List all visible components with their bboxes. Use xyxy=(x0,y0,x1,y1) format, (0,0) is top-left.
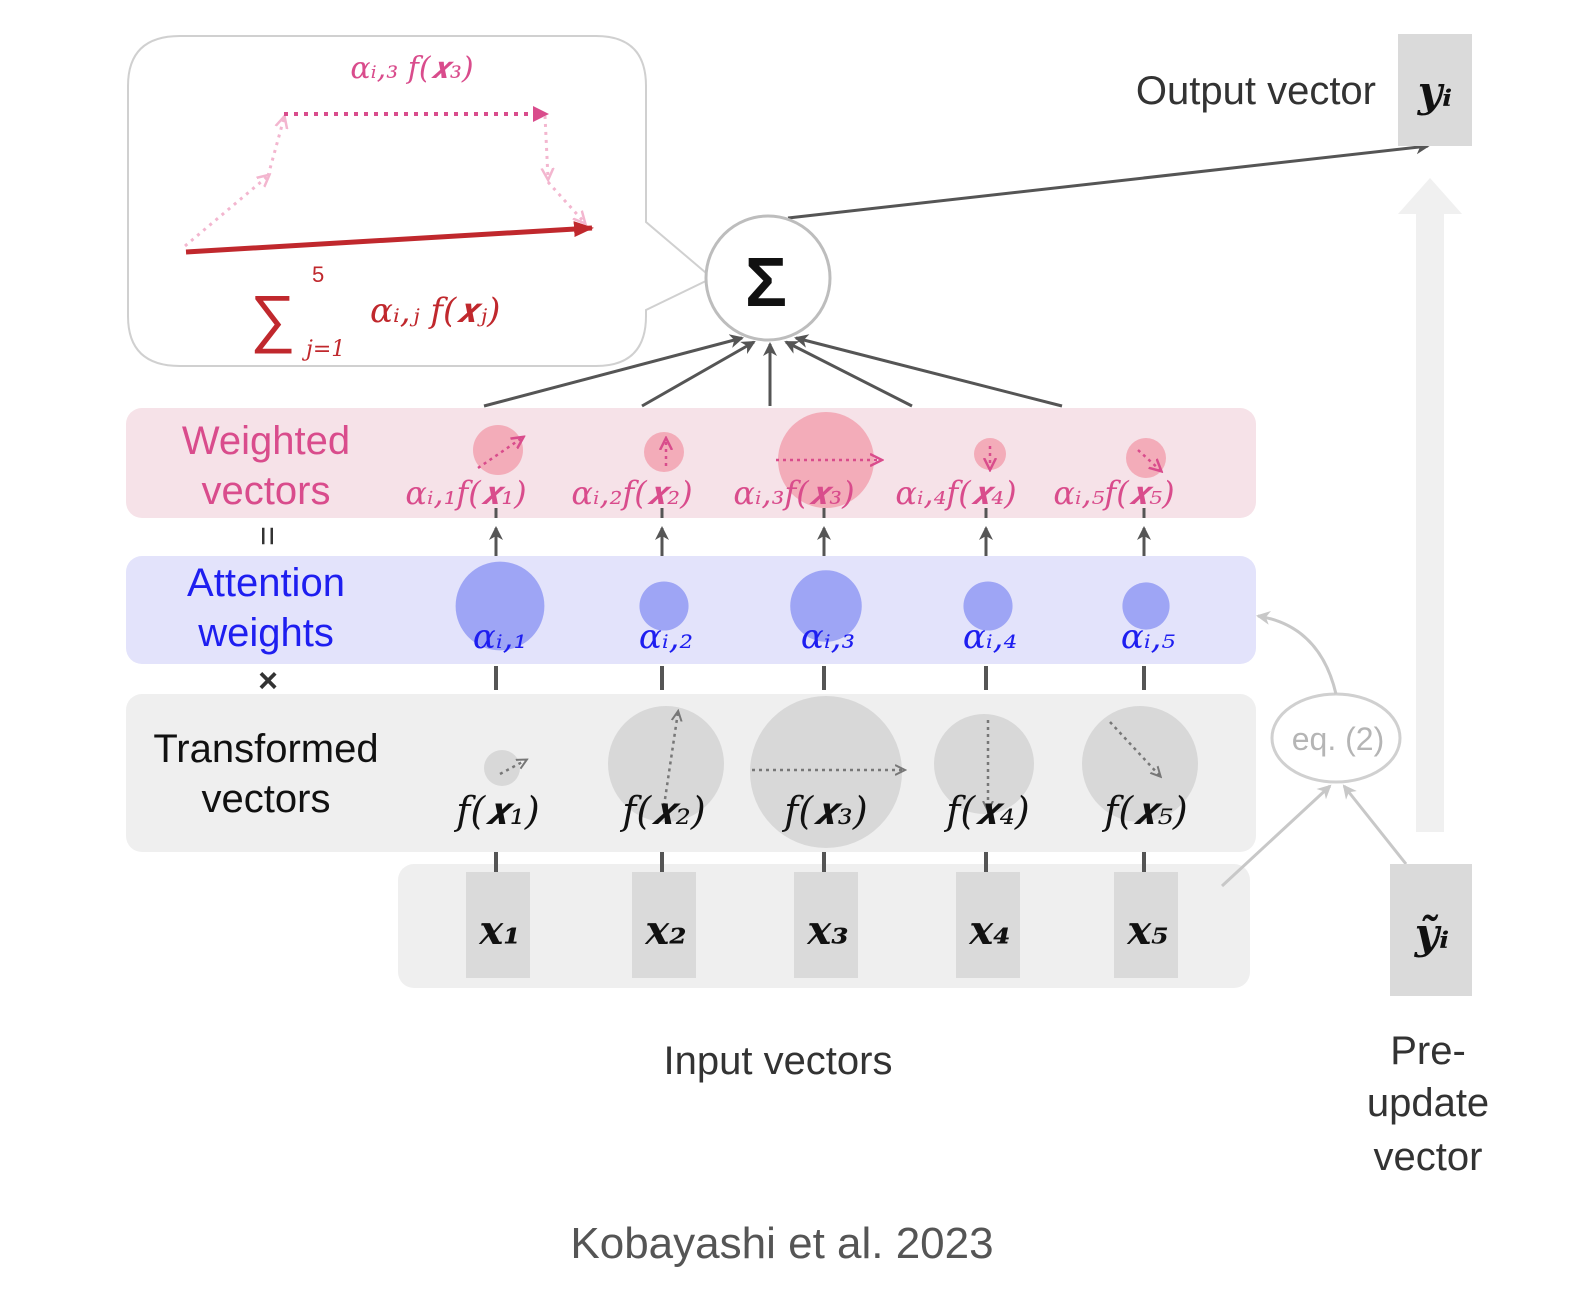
eq-label: eq. (2) xyxy=(1292,721,1384,757)
transformed-2-label: f(𝒙₂) xyxy=(619,789,705,833)
output-box xyxy=(1398,34,1472,146)
callout-arrow-a1 xyxy=(184,176,268,248)
input-4-box xyxy=(956,872,1020,978)
callout-sum-arrow xyxy=(185,221,594,255)
input-5-box xyxy=(1114,872,1178,978)
input-5-label: 𝒙₅ xyxy=(1126,907,1168,954)
pre-update-line3: vector xyxy=(1374,1135,1483,1179)
callout-sum-lower: j=1 xyxy=(301,337,345,362)
weighted-4-label: αᵢ,₄f(𝒙₄) xyxy=(895,474,1016,512)
columns-layer: 𝒙₁ f(𝒙₁) αᵢ,₁ αᵢ,₁f(𝒙₁) 𝒙₂ f(𝒙₂) αᵢ,₂ αᵢ,₂f(𝒙₂)… xyxy=(405,412,1198,978)
weighted-1-label: αᵢ,₁f(𝒙₁) xyxy=(405,474,526,512)
weighted-5-arrow xyxy=(1137,449,1160,470)
callout-arrow-a2 xyxy=(266,118,284,177)
callout-bubble xyxy=(127,35,714,367)
transformed-1-arrow xyxy=(499,760,526,776)
pre-update-line2: update xyxy=(1367,1081,1489,1125)
transformed-4-circle xyxy=(934,714,1034,814)
pre-update-line1: Pre- xyxy=(1390,1029,1466,1073)
attention-5-circle xyxy=(1122,582,1170,630)
attention-label-line1: Attention xyxy=(187,561,345,605)
weighted-panel xyxy=(126,408,1256,518)
callout-sum-term: αᵢ,ⱼ f(𝒙ⱼ) xyxy=(370,291,500,331)
pre-update-box xyxy=(1390,864,1472,996)
callout-top-label: αᵢ,₃ f(𝒙₃) xyxy=(350,51,473,86)
weighted-2-circle xyxy=(644,432,684,472)
weighted-5-label: αᵢ,₅f(𝒙₅) xyxy=(1053,474,1174,512)
preupdate-to-eq-arrow xyxy=(1342,784,1408,865)
callout-sum-upper: 5 xyxy=(312,262,324,287)
attention-4-circle xyxy=(963,581,1013,631)
attention-4-label: αᵢ,₄ xyxy=(963,617,1017,657)
pre-update-shaft xyxy=(1416,210,1444,832)
weighted-4-to-sigma xyxy=(784,340,913,408)
attention-panel xyxy=(126,556,1256,664)
sigma-to-output-arrow xyxy=(787,140,1430,220)
transformed-4-label: f(𝒙₄) xyxy=(943,789,1029,833)
transformed-2-arrow xyxy=(662,712,678,807)
callout-arrow-a5 xyxy=(546,180,584,222)
attention-1-label: αᵢ,₁ xyxy=(473,617,527,657)
weighted-1-arrow xyxy=(477,438,522,470)
pre-update-arrowhead xyxy=(1398,178,1462,214)
output-label: Output vector xyxy=(1136,69,1376,113)
transformed-5-arrow xyxy=(1109,721,1160,776)
input-1-box xyxy=(466,872,530,978)
callout-arrow-a4 xyxy=(545,115,548,178)
transformed-1-label: f(𝒙₁) xyxy=(453,789,539,833)
transformed-5-circle xyxy=(1082,706,1198,822)
input-3-box xyxy=(794,872,858,978)
input-2-label: 𝒙₂ xyxy=(644,907,686,954)
attention-3-circle xyxy=(790,570,862,642)
sigma-node xyxy=(704,214,832,342)
input-1-label: 𝒙₁ xyxy=(478,907,520,954)
attention-2-circle xyxy=(639,581,689,631)
attention-5-label: αᵢ,₅ xyxy=(1121,617,1176,657)
times-sign: × xyxy=(258,662,278,700)
transformed-2-circle xyxy=(608,706,724,822)
input-vectors-label: Input vectors xyxy=(663,1039,892,1083)
eq-to-attention-arrow xyxy=(1256,611,1338,695)
weighted-1-to-sigma xyxy=(483,334,744,408)
transformed-label-line1: Transformed xyxy=(153,727,378,771)
pre-update-symbol: 𝒚̃ᵢ xyxy=(1414,909,1449,958)
attention-2-label: αᵢ,₂ xyxy=(639,617,693,657)
equals-sign: = xyxy=(248,526,286,546)
weighted-5-to-sigma xyxy=(794,334,1063,408)
weighted-3-label: αᵢ,₃f(𝒙₃) xyxy=(733,474,854,512)
transformed-1-circle xyxy=(484,750,520,786)
weighted-label-line2: vectors xyxy=(202,469,331,513)
attention-1-circle xyxy=(455,561,545,651)
weighted-label-line1: Weighted xyxy=(182,419,350,463)
transformed-3-label: f(𝒙₃) xyxy=(781,789,867,833)
callout-sum-symbol: ∑ xyxy=(250,282,296,354)
weighted-5-circle xyxy=(1126,438,1166,478)
weighted-2-label: αᵢ,₂f(𝒙₂) xyxy=(571,474,692,512)
input-to-eq-arrow xyxy=(1220,784,1332,888)
input-2-box xyxy=(632,872,696,978)
attention-3-label: αᵢ,₃ xyxy=(801,617,855,657)
citation: Kobayashi et al. 2023 xyxy=(570,1219,993,1268)
output-symbol: 𝒚ᵢ xyxy=(1417,67,1452,116)
attention-label-line2: weights xyxy=(197,611,334,655)
weighted-2-to-sigma xyxy=(641,340,756,408)
transformed-label-line2: vectors xyxy=(202,777,331,821)
transformed-5-label: f(𝒙₅) xyxy=(1101,789,1187,833)
input-4-label: 𝒙₄ xyxy=(968,907,1010,954)
sigma-label: Σ xyxy=(745,243,787,321)
input-3-label: 𝒙₃ xyxy=(806,907,848,954)
transformed-3-circle xyxy=(750,696,902,848)
